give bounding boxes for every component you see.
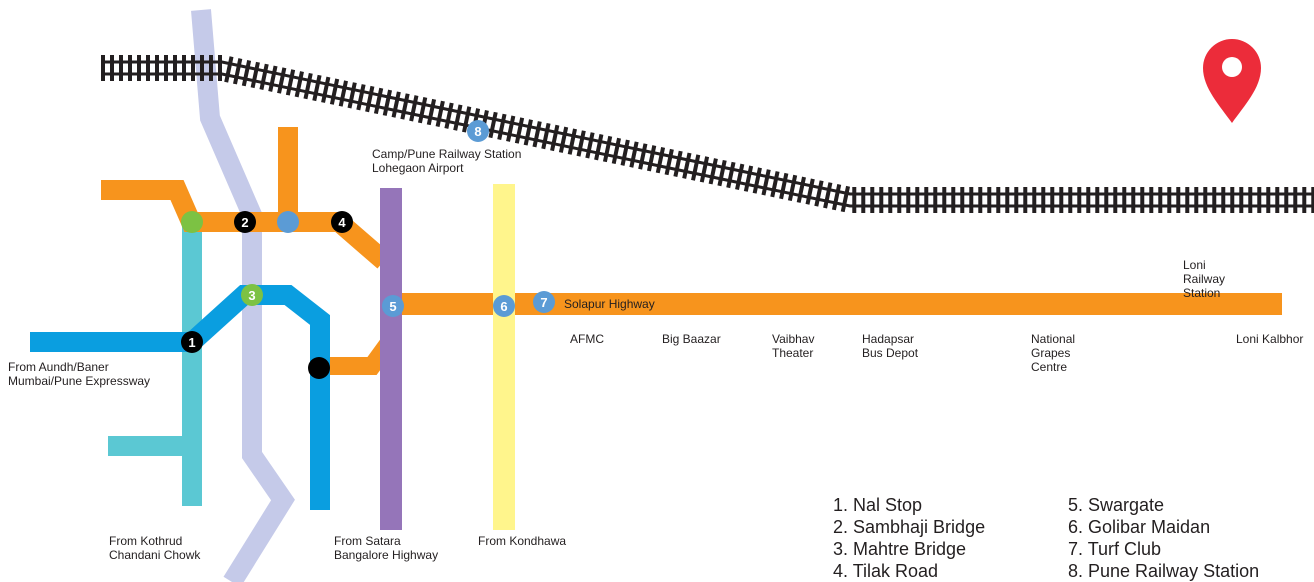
label-big-baazar: Big Baazar (662, 332, 721, 346)
label-hadapsar-bus-depot: Hadapsar Bus Depot (862, 332, 919, 360)
legend-column-1: 1. Nal Stop 2. Sambhaji Bridge 3. Mahtre… (833, 494, 985, 582)
label-from-aundh: From Aundh/Baner Mumbai/Pune Expressway (8, 360, 151, 388)
marker-7-label: 7 (540, 295, 547, 310)
marker-7[interactable]: 7 (533, 291, 555, 313)
legend-item: 6. Golibar Maidan (1068, 517, 1211, 537)
marker-1[interactable]: 1 (181, 331, 203, 353)
marker-5[interactable]: 5 (382, 295, 404, 317)
label-loni-kalbhor: Loni Kalbhor (1236, 332, 1304, 346)
lavender-road (191, 9, 295, 582)
legend-item: 7. Turf Club (1068, 539, 1162, 559)
legend-item: 2. Sambhaji Bridge (833, 517, 986, 537)
marker-4[interactable]: 4 (331, 211, 353, 233)
label-from-kondhawa: From Kondhawa (478, 534, 567, 548)
label-afmc: AFMC (570, 332, 604, 346)
label-from-satara: From Satara Bangalore Highway (334, 534, 439, 562)
junction-dot-blue (277, 211, 299, 233)
blue-road (30, 285, 330, 510)
label-solapur-highway: Solapur Highway (564, 297, 655, 311)
marker-8[interactable]: 8 (467, 120, 489, 142)
legend-column-2: 5. Swargate 6. Golibar Maidan 7. Turf Cl… (1068, 494, 1259, 582)
legend-item: 1. Nal Stop (833, 495, 923, 515)
junction-dot-black (308, 357, 330, 379)
legend-item: 8. Pune Railway Station (1068, 561, 1260, 581)
marker-8-label: 8 (474, 124, 481, 139)
junction-dot-green (181, 211, 203, 233)
marker-1-label: 1 (188, 335, 195, 350)
label-national-grapes-centre: National Grapes Centre (1031, 332, 1076, 374)
railway-ties-solid (101, 55, 1314, 213)
marker-2[interactable]: 2 (234, 211, 256, 233)
label-vaibhav-theater: Vaibhav Theater (772, 332, 815, 360)
legend-item: 5. Swargate (1068, 495, 1165, 515)
marker-5-label: 5 (389, 299, 396, 314)
marker-4-label: 4 (338, 215, 346, 230)
location-pin-icon[interactable] (1203, 39, 1261, 123)
marker-6[interactable]: 6 (493, 295, 515, 317)
marker-2-label: 2 (241, 215, 248, 230)
label-camp-station: Camp/Pune Railway Station Lohegaon Airpo… (372, 147, 522, 175)
marker-3[interactable]: 3 (241, 284, 263, 306)
marker-6-label: 6 (500, 299, 507, 314)
label-loni-railway-station: Loni Railway Station (1183, 258, 1226, 300)
railway-track (101, 55, 1314, 213)
marker-3-label: 3 (248, 288, 255, 303)
legend-item: 4. Tilak Road (833, 561, 939, 581)
railway-rail-bottom (101, 72, 1314, 208)
railway-rail-top (101, 60, 1314, 196)
legend-item: 3. Mahtre Bridge (833, 539, 967, 559)
label-from-kothrud: From Kothrud Chandani Chowk (109, 534, 201, 562)
